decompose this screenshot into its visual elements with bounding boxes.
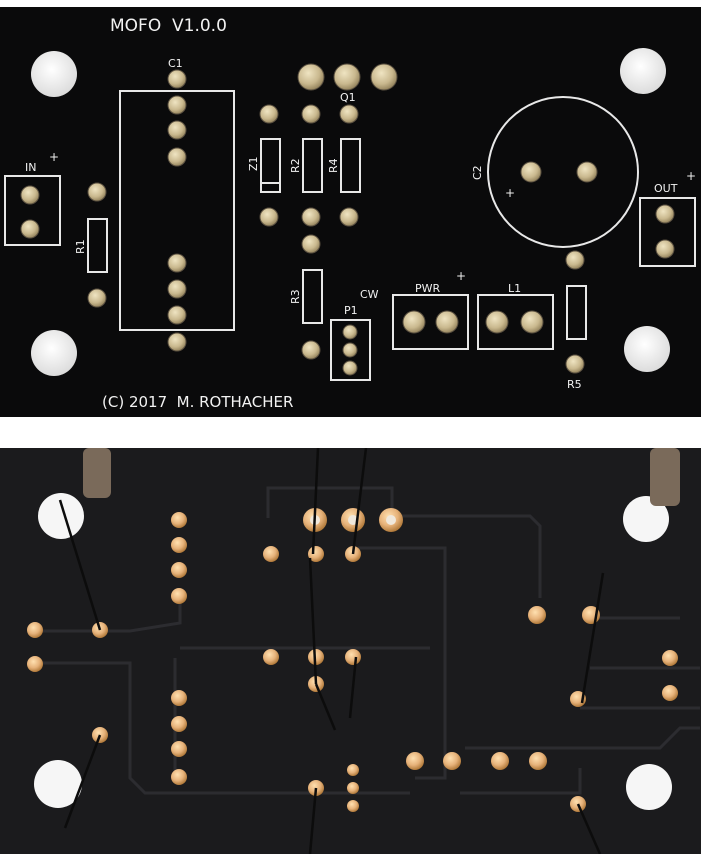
label-in: IN [25, 161, 36, 174]
label-c2-plus: + [505, 186, 515, 200]
label-r2: R2 [289, 158, 302, 173]
label-cw: CW [360, 288, 379, 301]
pads-top [20, 63, 675, 376]
silkscreen-outlines [4, 90, 696, 381]
label-c2: C2 [471, 165, 484, 180]
label-pwr-plus: + [456, 269, 466, 283]
label-l1: L1 [508, 282, 521, 295]
board-title: MOFO V1.0.0 [110, 16, 227, 36]
mount-holes-top [31, 48, 670, 376]
label-r1: R1 [74, 239, 87, 254]
label-p1: P1 [344, 304, 358, 317]
component-leads [58, 448, 605, 854]
mount-holes-bottom [34, 493, 672, 810]
label-q1: Q1 [340, 91, 356, 104]
label-in-plus: + [49, 150, 59, 164]
label-out: OUT [654, 182, 678, 195]
label-r4: R4 [327, 158, 340, 173]
label-c1: C1 [168, 57, 183, 70]
label-r3: R3 [289, 289, 302, 304]
label-r5: R5 [567, 378, 582, 391]
copyright-text: (C) 2017 M. ROTHACHER [102, 393, 293, 411]
label-out-plus: + [686, 169, 696, 183]
pcb-bottom-photo [0, 448, 701, 854]
test-clips [83, 448, 680, 506]
copper-traces [35, 486, 700, 795]
label-z1: Z1 [247, 156, 260, 171]
pads-bottom [27, 508, 678, 812]
pcb-top-photo: MOFO V1.0.0 C1 Q1 Z1 R2 R4 R1 R3 C2 + IN… [0, 7, 701, 417]
label-pwr: PWR [415, 282, 441, 295]
